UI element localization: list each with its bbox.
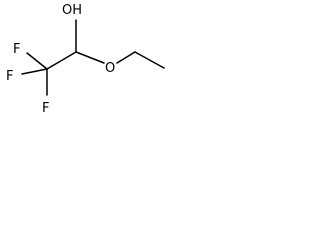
fluorine-top-label: F [13,42,20,57]
chemical-structure: OH O F F F [6,3,165,116]
hydroxyl-label: OH [62,3,82,18]
fluorine-left-label: F [6,69,13,84]
bond-cf3-f-left [21,68,48,75]
bond-o-ch2 [116,51,136,64]
fluorine-bottom-label: F [42,101,49,116]
bond-cf3-f-top [26,52,48,70]
bond-c1-cf3 [46,51,77,70]
bond-c1-o [75,51,105,64]
ether-oxygen-label: O [105,61,115,76]
bond-ch2-ch3 [134,51,165,69]
